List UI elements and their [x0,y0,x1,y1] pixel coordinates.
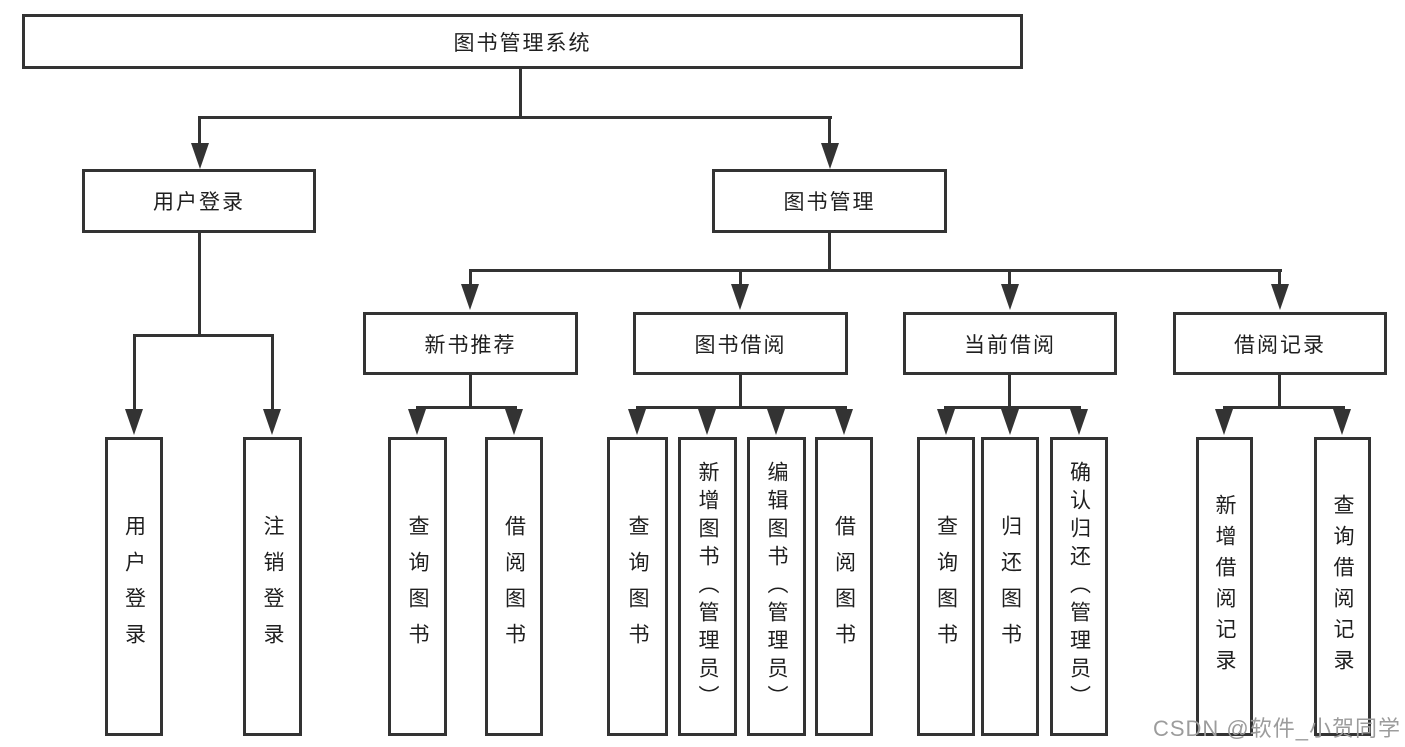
node-borrow-records: 借阅记录 [1173,312,1387,375]
arrowhead-icon [1070,409,1088,435]
leaf-edit-books-admin: 编辑图书（管理员） [747,437,806,736]
connector-line [828,116,831,146]
leaf-query-borrow-record-label: 查询借阅记录 [1331,493,1354,680]
node-book-borrow-label: 图书借阅 [694,333,787,357]
leaf-user-login-label: 用户登录 [122,514,146,659]
leaf-edit-books-admin-label: 编辑图书（管理员） [765,460,788,713]
node-user-login: 用户登录 [82,169,316,233]
arrowhead-icon [191,143,209,169]
connector-line [636,406,847,409]
node-book-borrow: 图书借阅 [633,312,848,375]
node-library-system: 图书管理系统 [22,14,1023,69]
arrowhead-icon [505,409,523,435]
leaf-borrow-query-books: 查询图书 [607,437,668,736]
node-user-login-label: 用户登录 [153,191,245,214]
connector-line [519,68,522,119]
connector-line [198,116,201,146]
leaf-confirm-return-admin-label: 确认归还（管理员） [1067,460,1091,713]
leaf-confirm-return-admin: 确认归还（管理员） [1050,437,1108,736]
leaf-add-borrow-record: 新增借阅记录 [1196,437,1253,736]
arrowhead-icon [937,409,955,435]
node-new-book-recommend-label: 新书推荐 [424,333,517,357]
node-new-book-recommend: 新书推荐 [363,312,578,375]
leaf-return-books: 归还图书 [981,437,1039,736]
connector-line [133,334,274,337]
arrowhead-icon [461,284,479,310]
node-book-management-label: 图书管理 [783,191,876,214]
arrowhead-icon [731,284,749,310]
arrowhead-icon [1001,284,1019,310]
connector-line [944,406,1081,409]
node-library-system-label: 图书管理系统 [453,31,592,55]
connector-line [739,375,742,409]
leaf-add-borrow-record-label: 新增借阅记录 [1213,493,1236,680]
leaf-user-login: 用户登录 [105,437,163,736]
node-current-borrow: 当前借阅 [903,312,1117,375]
node-borrow-records-label: 借阅记录 [1234,333,1326,357]
connector-line [1008,269,1011,286]
arrowhead-icon [1001,409,1019,435]
csdn-watermark: CSDN @软件_小贺同学 [1152,716,1401,741]
connector-line [416,406,517,409]
leaf-add-books-admin: 新增图书（管理员） [678,437,737,736]
connector-line [198,116,832,119]
leaf-add-books-admin-label: 新增图书（管理员） [696,460,719,713]
connector-line [271,334,274,411]
connector-line [1223,406,1345,409]
leaf-logout: 注销登录 [243,437,302,736]
leaf-borrow-query-books-label: 查询图书 [626,514,649,659]
leaf-current-query-books-label: 查询图书 [934,514,958,659]
leaf-newbook-query-books: 查询图书 [388,437,447,736]
leaf-borrow-books: 借阅图书 [815,437,873,736]
arrowhead-icon [767,409,785,435]
arrowhead-icon [835,409,853,435]
leaf-logout-label: 注销登录 [261,514,284,659]
leaf-query-borrow-record: 查询借阅记录 [1314,437,1371,736]
arrowhead-icon [628,409,646,435]
connector-line [469,269,1282,272]
connector-line [739,269,742,286]
leaf-newbook-borrow-books-label: 借阅图书 [502,514,526,659]
connector-line [469,269,472,286]
leaf-newbook-borrow-books: 借阅图书 [485,437,543,736]
arrowhead-icon [821,143,839,169]
node-current-borrow-label: 当前借阅 [964,333,1056,357]
connector-line [828,233,831,272]
arrowhead-icon [1215,409,1233,435]
connector-line [1278,375,1281,409]
arrowhead-icon [698,409,716,435]
leaf-return-books-label: 归还图书 [998,514,1022,659]
arrowhead-icon [408,409,426,435]
leaf-borrow-books-label: 借阅图书 [832,514,856,659]
arrowhead-icon [263,409,281,435]
connector-line [1278,269,1281,286]
connector-line [133,334,136,411]
arrowhead-icon [1333,409,1351,435]
leaf-newbook-query-books-label: 查询图书 [406,514,429,659]
connector-line [198,233,201,337]
arrowhead-icon [1271,284,1289,310]
connector-line [1008,375,1011,409]
connector-line [469,375,472,409]
leaf-current-query-books: 查询图书 [917,437,975,736]
node-book-management: 图书管理 [712,169,947,233]
arrowhead-icon [125,409,143,435]
